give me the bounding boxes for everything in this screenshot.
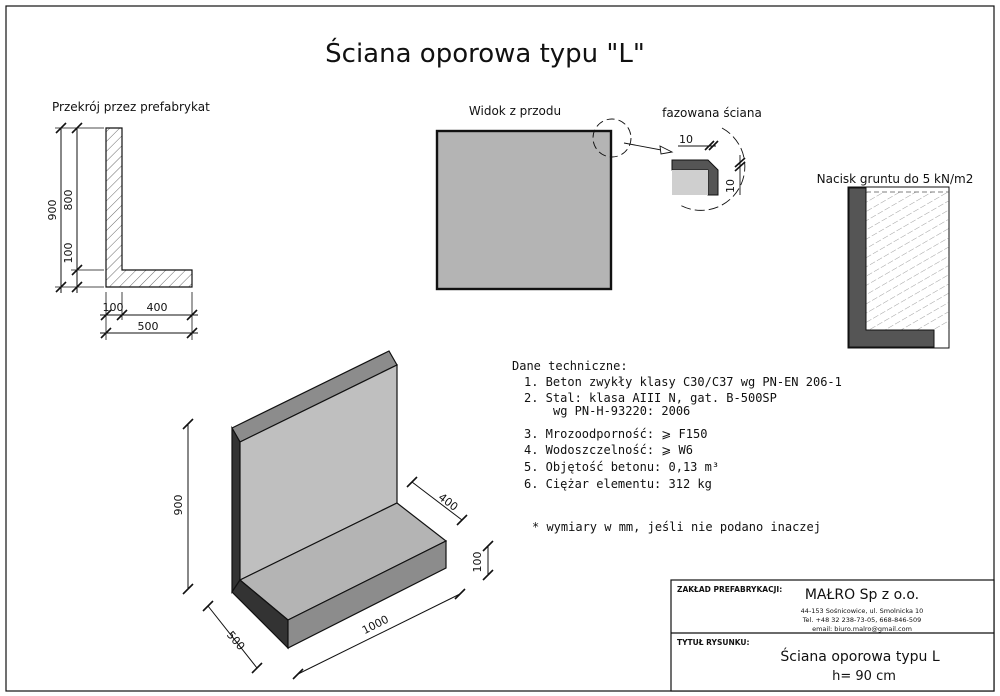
tech-heading: Dane techniczne: <box>512 359 628 373</box>
dim-800-label: 800 <box>62 190 75 211</box>
soil-pressure-view: Nacisk gruntu do 5 kN/m2 <box>817 172 974 349</box>
tech-item-5: 5. Objętość betonu: 0,13 m³ <box>524 460 719 474</box>
tech-item-6: 6. Ciężar elementu: 312 kg <box>524 477 712 491</box>
iso-dim-1000: 1000 <box>360 613 391 637</box>
chamfer-dim-a: 10 <box>679 133 693 146</box>
title-block: ZAKŁAD PREFABRYKACJI: MAŁRO Sp z o.o. 44… <box>670 579 995 692</box>
tech-item-3: 3. Mrozoodporność: ⩾ F150 <box>524 427 707 441</box>
company-name: MAŁRO Sp z o.o. <box>805 587 919 603</box>
iso-dim-900: 900 <box>172 495 185 516</box>
tech-note: * wymiary w mm, jeśli nie podano inaczej <box>532 520 821 534</box>
drawing-title: Ściana oporowa typu "L" <box>325 37 645 69</box>
drawing-name: Ściana oporowa typu L <box>780 647 939 665</box>
base-front-face <box>287 540 447 649</box>
soil-l-wall <box>848 187 935 348</box>
detail-callout-circle <box>592 118 632 158</box>
technical-data: Dane techniczne: 1. Beton zwykły klasy C… <box>512 359 842 534</box>
drawing-label: TYTUŁ RYSUNKU: <box>677 638 750 647</box>
tech-item-4: 4. Wodoszczelność: ⩾ W6 <box>524 443 693 457</box>
iso-dim-500: 500 <box>224 629 247 653</box>
l-profile-section <box>105 127 193 288</box>
chamfer-dim-b: 10 <box>724 179 737 193</box>
chamfer-label: fazowana ściana <box>662 106 762 120</box>
section-label: Przekrój przez prefabrykat <box>52 100 210 114</box>
tech-item-2b: wg PN-H-93220: 2006 <box>553 404 690 418</box>
dim-900-label: 900 <box>46 200 59 221</box>
isometric-view: 900 400 100 500 1000 <box>172 350 494 680</box>
dim-100-label: 100 <box>62 243 75 264</box>
dim-100w-label: 100 <box>103 301 124 314</box>
tech-item-1: 1. Beton zwykły klasy C30/C37 wg PN-EN 2… <box>524 375 842 389</box>
chamfer-detail: fazowana ściana 10 10 <box>662 106 762 211</box>
front-view-panel <box>435 129 613 291</box>
soil-fill <box>866 192 949 330</box>
front-view: Widok z przodu <box>435 104 674 291</box>
tech-item-2: 2. Stal: klasa AIII N, gat. B-500SP <box>524 391 777 405</box>
dim-400w-label: 400 <box>147 301 168 314</box>
soil-label: Nacisk gruntu do 5 kN/m2 <box>817 172 974 186</box>
company-email: email: biuro.malro@gmail.com <box>812 625 912 633</box>
company-label: ZAKŁAD PREFABRYKACJI: <box>677 585 782 594</box>
drawing-height: h= 90 cm <box>832 669 896 684</box>
company-address: 44-153 Sośnicowice, ul. Smolnicka 10 <box>801 607 924 615</box>
section-view: Przekrój przez prefabrykat 900 800 100 1… <box>46 100 210 340</box>
dim-500w-label: 500 <box>138 320 159 333</box>
iso-dim-400: 400 <box>436 491 461 514</box>
front-view-label: Widok z przodu <box>469 104 561 118</box>
iso-dim-100: 100 <box>471 552 484 573</box>
company-phone: Tel. +48 32 238-73-05, 668-846-509 <box>802 616 922 624</box>
sheet-border <box>5 5 995 692</box>
